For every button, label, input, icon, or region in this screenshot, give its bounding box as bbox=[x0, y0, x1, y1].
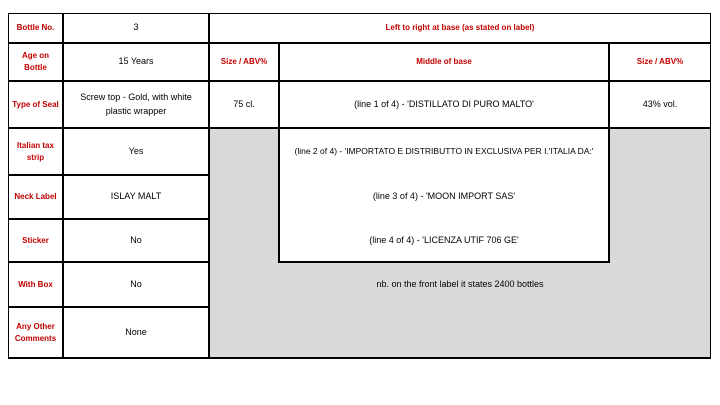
value-tax-strip: Yes bbox=[128, 145, 144, 156]
grid-line bbox=[8, 218, 210, 220]
left-size-value: 75 cl. bbox=[233, 98, 255, 109]
base-line-2: (line 2 of 4) - 'IMPORTATO E DISTRIBUTTO… bbox=[294, 146, 594, 157]
label-age: Age on Bottle bbox=[21, 51, 50, 72]
base-line-1: (line 1 of 4) - 'DISTILLATO DI PURO MALT… bbox=[354, 98, 534, 109]
grid-line bbox=[8, 357, 711, 359]
grid-line bbox=[8, 174, 210, 176]
grid-line bbox=[8, 13, 711, 14]
left-size-header: Size / ABV% bbox=[220, 57, 268, 67]
grid-line bbox=[8, 306, 210, 308]
base-line-4: (line 4 of 4) - 'LICENZA UTIF 706 GE' bbox=[369, 234, 519, 245]
value-age: 15 Years bbox=[118, 56, 154, 67]
base-heading: Left to right at base (as stated on labe… bbox=[385, 23, 535, 33]
base-note: nb. on the front label it states 2400 bo… bbox=[376, 278, 544, 289]
value-seal: Screw top - Gold, with white plastic wra… bbox=[80, 92, 192, 116]
shaded-area-right bbox=[609, 128, 711, 358]
base-line-3: (line 3 of 4) - 'MOON IMPORT SAS' bbox=[372, 191, 516, 202]
middle-header: Middle of base bbox=[416, 57, 472, 67]
right-size-header: Size / ABV% bbox=[636, 57, 684, 67]
shaded-area-left bbox=[209, 128, 279, 358]
shaded-area-bottom bbox=[279, 262, 609, 358]
label-neck: Neck Label bbox=[14, 192, 57, 201]
grid-line bbox=[8, 127, 711, 129]
grid-line bbox=[278, 42, 280, 263]
bottle-info-table: Bottle No. Age on Bottle Type of Seal It… bbox=[8, 13, 711, 359]
grid-line bbox=[8, 13, 9, 358]
grid-line bbox=[8, 42, 711, 44]
label-comments: Any Other Comments bbox=[14, 321, 57, 343]
value-neck: ISLAY MALT bbox=[110, 191, 162, 202]
label-bottle-no: Bottle No. bbox=[16, 23, 55, 32]
grid-line bbox=[62, 13, 64, 358]
value-sticker: No bbox=[130, 234, 142, 245]
value-comments: None bbox=[125, 326, 147, 337]
right-size-value: 43% vol. bbox=[642, 98, 678, 109]
value-bottle-no: 3 bbox=[133, 22, 139, 33]
grid-line bbox=[8, 261, 210, 263]
label-seal: Type of Seal bbox=[12, 99, 59, 109]
grid-line bbox=[608, 42, 610, 263]
grid-line bbox=[8, 80, 711, 82]
label-box: With Box bbox=[18, 279, 53, 289]
grid-line bbox=[208, 13, 210, 358]
grid-line bbox=[279, 261, 610, 263]
label-tax-strip: Italian tax strip bbox=[17, 140, 54, 162]
label-sticker: Sticker bbox=[22, 235, 49, 245]
grid-line bbox=[710, 13, 711, 358]
value-box: No bbox=[130, 278, 142, 289]
